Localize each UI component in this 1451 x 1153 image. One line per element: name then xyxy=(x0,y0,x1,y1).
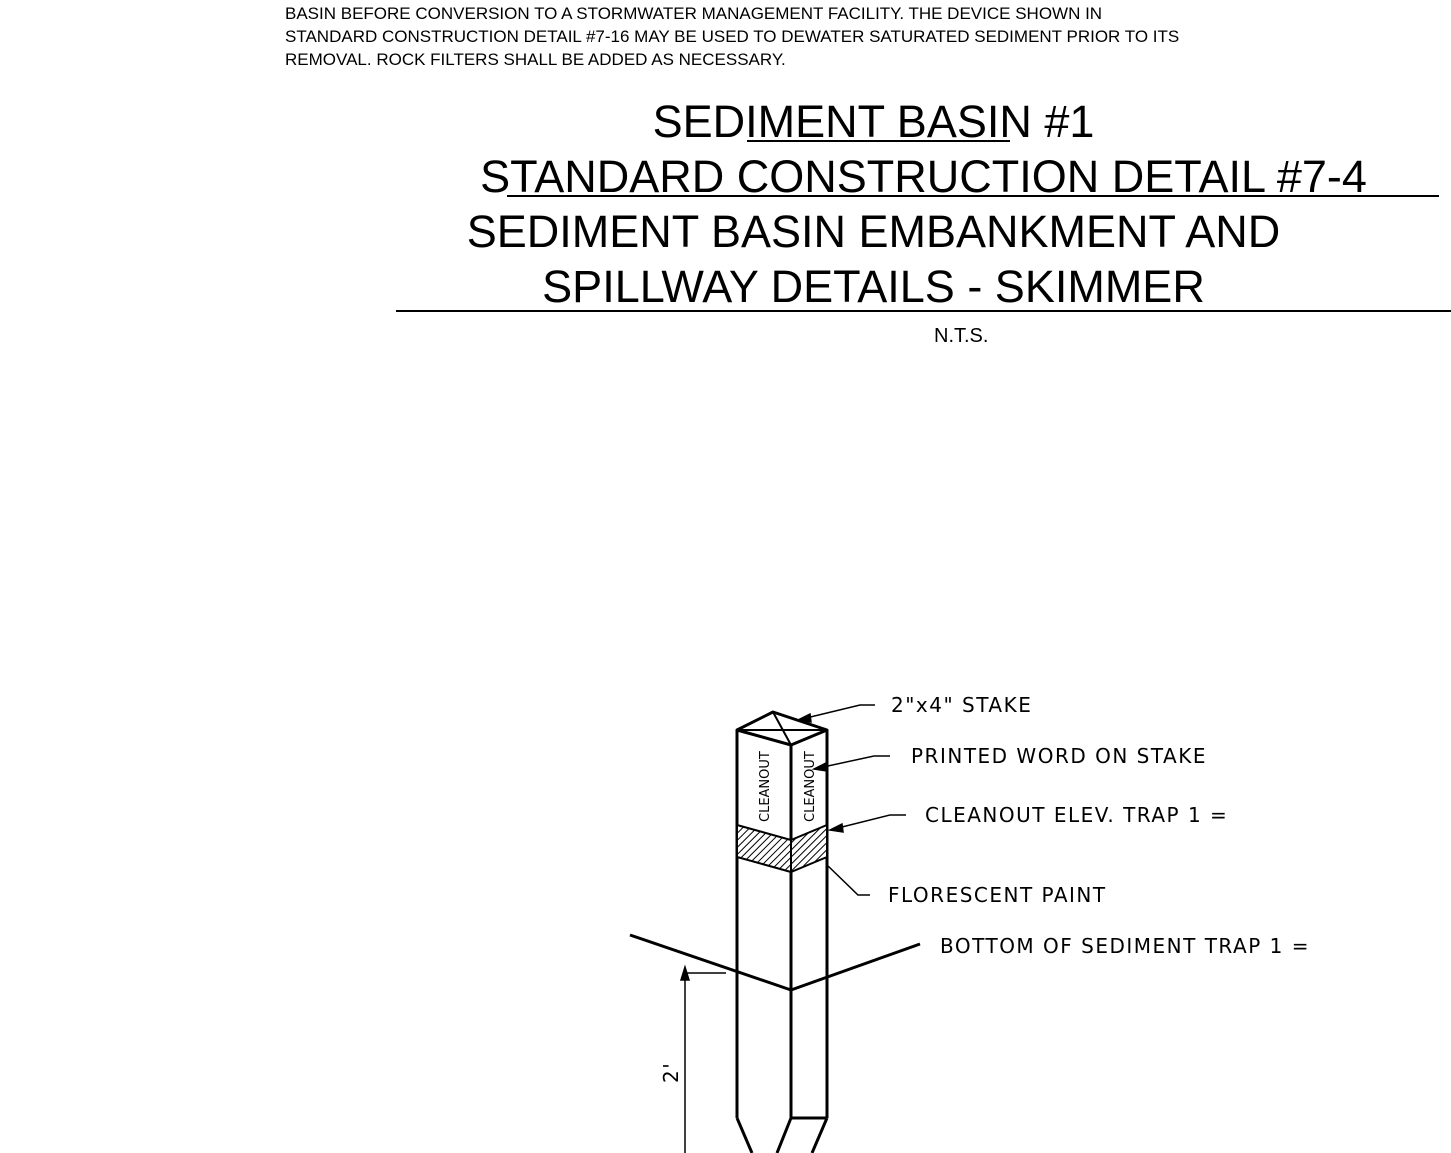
leader-lines xyxy=(795,704,906,896)
fluorescent-paint-band xyxy=(736,823,828,874)
dimension-line xyxy=(679,964,726,1153)
title-line-4: SPILLWAY DETAILS - SKIMMER xyxy=(542,261,1205,312)
scale-label: N.T.S. xyxy=(934,325,989,347)
dimension-label: 2' xyxy=(659,1062,683,1083)
ground-line xyxy=(629,933,921,992)
title-underline-2 xyxy=(507,195,1439,197)
title-line-1: SEDIMENT BASIN #1 xyxy=(652,96,1095,147)
stake-word-left: CLEANOUT xyxy=(758,751,773,822)
title-line-2: STANDARD CONSTRUCTION DETAIL #7-4 xyxy=(480,151,1367,202)
label-stake: 2"x4" STAKE xyxy=(891,693,1032,717)
label-cleanout-elevation: CLEANOUT ELEV. TRAP 1 = xyxy=(925,803,1228,827)
stake-body xyxy=(735,730,829,1153)
label-fluorescent-paint: FLORESCENT PAINT xyxy=(888,883,1107,907)
general-notes-text: BASIN BEFORE CONVERSION TO A STORMWATER … xyxy=(285,4,1180,69)
title-line-3: SEDIMENT BASIN EMBANKMENT AND xyxy=(466,206,1281,257)
label-printed-word: PRINTED WORD ON STAKE xyxy=(911,744,1207,768)
title-underline-4 xyxy=(396,310,1451,312)
title-underline-1 xyxy=(747,140,1010,142)
label-bottom-of-trap: BOTTOM OF SEDIMENT TRAP 1 = xyxy=(940,934,1310,958)
stake-word-right: CLEANOUT xyxy=(803,751,818,822)
